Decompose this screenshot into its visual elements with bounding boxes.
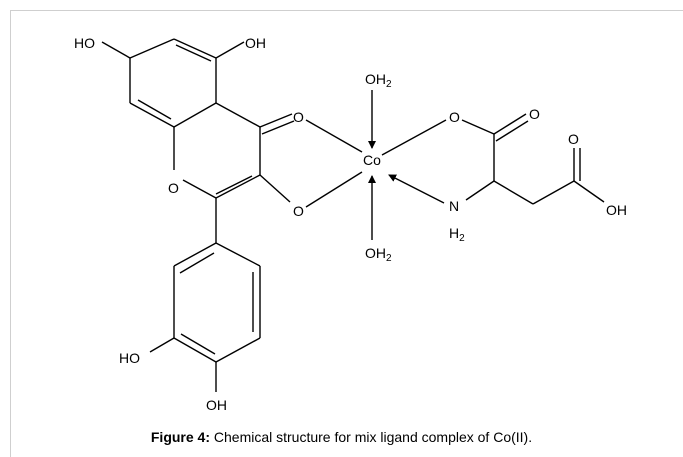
cobalt-label: Co — [363, 152, 381, 168]
bond-lines — [101, 38, 605, 392]
water-top-label: OH2 — [365, 71, 392, 90]
hydroxyl-label: OH — [245, 35, 266, 51]
amine-nitrogen-label: N — [449, 198, 459, 214]
ring-oxygen-label: O — [168, 180, 179, 196]
hydroxyl-label: HO — [74, 35, 95, 51]
carbonyl-oxygen-label: O — [293, 109, 304, 125]
acid-carbonyl-oxygen-label: O — [529, 106, 540, 122]
catechol-hydroxyl-label: OH — [206, 397, 227, 413]
carboxylate-oxygen-label: O — [449, 109, 460, 125]
water-bottom-label: OH2 — [365, 245, 392, 264]
enolate-oxygen-label: O — [293, 203, 304, 219]
caption-text: Chemical structure for mix ligand comple… — [210, 429, 533, 445]
coordination-arrows — [368, 90, 445, 240]
amine-hydrogen-label: H2 — [449, 225, 465, 244]
figure-caption: Figure 4: Chemical structure for mix lig… — [0, 429, 683, 445]
acid-hydroxyl-label: OH — [606, 202, 627, 218]
amine-arrow — [388, 174, 445, 204]
figure-label: Figure 4: — [150, 429, 210, 445]
acid-carbonyl-oxygen-label: O — [568, 131, 579, 147]
figure-frame — [10, 10, 683, 457]
catechol-hydroxyl-label: HO — [119, 350, 140, 366]
